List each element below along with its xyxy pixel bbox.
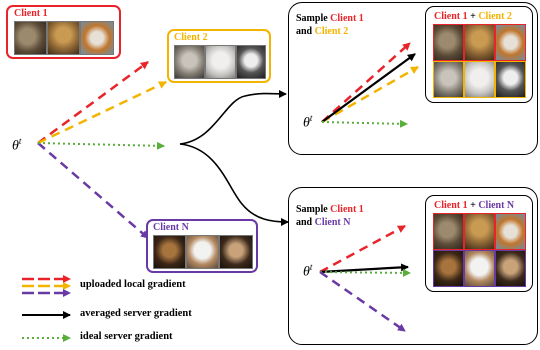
clientN-label: Client N <box>153 222 189 233</box>
combo-client-a: Client 1 <box>434 200 468 211</box>
clientN-box: Client N <box>146 219 258 273</box>
theta-symbol: θ <box>303 115 310 131</box>
ideal-gradient-arrow <box>37 141 165 150</box>
bottom-panel-red-arrow <box>319 224 406 274</box>
top-combined-label: Client 1 + Client 2 <box>434 11 512 22</box>
plus-sign: + <box>467 11 479 22</box>
sample-client-a: Client 1 <box>330 204 364 215</box>
sample-client-b: Client 2 <box>314 26 349 37</box>
top-panel-green-arrow <box>321 119 408 128</box>
dog-image <box>153 235 186 269</box>
client1-gradient-arrow <box>37 60 149 145</box>
sample-client-b: Client N <box>314 217 351 228</box>
top-sample-panel: Sample Client 1 and Client 2 θt Client 1… <box>288 2 538 155</box>
theta-bottom-label: θt <box>303 262 312 281</box>
client1-label: Client 1 <box>14 8 48 19</box>
bottom-combined-box: Client 1 + Client N <box>425 195 533 292</box>
theta-symbol: θ <box>303 264 310 280</box>
client2-box: Client 2 <box>167 29 271 83</box>
theta-superscript: t <box>309 113 313 123</box>
client1-images <box>14 21 114 55</box>
client2-gradient-arrow <box>37 80 167 145</box>
bottom-panel-sample-text: Sample Client 1 and Client N <box>296 203 364 229</box>
theta-superscript: t <box>309 262 313 272</box>
theta-main-label: θt <box>12 136 21 155</box>
bottom-panel-green-arrow <box>319 268 411 277</box>
theta-symbol: θ <box>12 138 19 154</box>
combo-client-b: Client N <box>478 200 515 211</box>
theta-top-label: θt <box>303 113 312 132</box>
top-panel-red-arrow <box>321 42 411 123</box>
legend-averaged-label: averaged server gradient <box>80 308 192 319</box>
bottom-panel-black-arrow <box>319 263 409 274</box>
cat-image <box>205 45 236 79</box>
legend-ideal-label: ideal server gradient <box>80 331 173 342</box>
dog-image <box>495 61 526 98</box>
bottom-panel-purple-arrow <box>319 270 406 333</box>
and-word: and <box>296 26 315 37</box>
branch-curve-top <box>179 89 287 145</box>
top-panel-black-arrow <box>321 53 416 123</box>
dog-image <box>219 235 253 269</box>
bottom-sample-panel: Sample Client 1 and Client N θt Client 1… <box>288 187 538 345</box>
top-panel-yellow-arrow <box>321 65 419 124</box>
cat-image <box>433 24 464 61</box>
top-panel-sample-text: Sample Client 1 and Client 2 <box>296 12 364 38</box>
clientN-gradient-arrow <box>37 142 149 239</box>
sample-client-a: Client 1 <box>330 13 364 24</box>
cat-image <box>14 21 47 55</box>
cat-image <box>464 61 495 98</box>
dog-image <box>464 250 495 287</box>
legend-uploaded-label: uploaded local gradient <box>80 279 186 290</box>
cat-image <box>464 24 495 61</box>
combo-client-b: Client 2 <box>478 11 512 22</box>
top-combined-box: Client 1 + Client 2 <box>425 6 533 103</box>
cat-image <box>47 21 80 55</box>
cat-image <box>464 213 495 250</box>
dog-image <box>495 250 526 287</box>
and-word: and <box>296 217 315 228</box>
cat-image <box>433 61 464 98</box>
client2-images <box>174 45 266 79</box>
cat-image <box>495 213 526 250</box>
cat-image <box>174 45 205 79</box>
dog-image <box>186 235 219 269</box>
cat-image <box>433 213 464 250</box>
dog-image <box>433 250 464 287</box>
sample-word: Sample <box>296 13 331 24</box>
bottom-combined-grid <box>433 213 526 287</box>
client2-label: Client 2 <box>174 32 208 43</box>
dog-image <box>236 45 266 79</box>
top-combined-grid <box>433 24 526 98</box>
sample-word: Sample <box>296 204 331 215</box>
theta-superscript: t <box>18 136 22 146</box>
plus-sign: + <box>467 200 479 211</box>
cat-image <box>80 21 114 55</box>
client1-box: Client 1 <box>6 5 121 59</box>
clientN-images <box>153 235 253 269</box>
bottom-combined-label: Client 1 + Client N <box>434 200 514 211</box>
combo-client-a: Client 1 <box>434 11 468 22</box>
cat-image <box>495 24 526 61</box>
branch-curve-bottom <box>179 143 289 226</box>
